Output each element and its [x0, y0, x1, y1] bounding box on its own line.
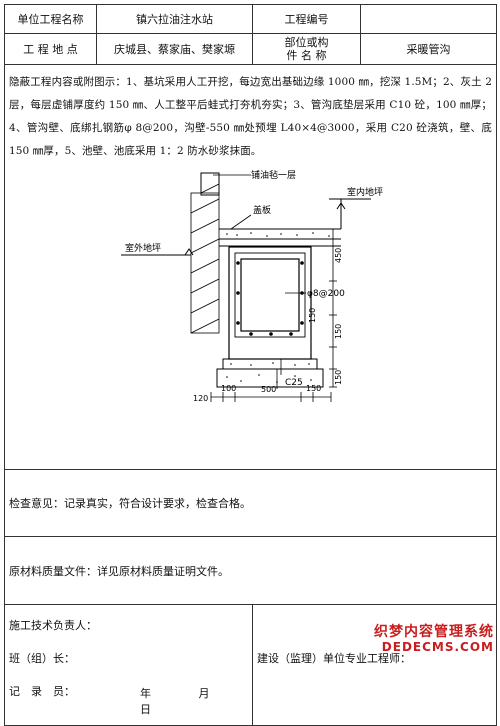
watermark-en: DEDECMS.COM	[381, 640, 494, 654]
date-year: 年	[140, 687, 173, 700]
dim-100a: 100	[221, 384, 236, 393]
dim-500: 500	[261, 385, 276, 394]
rebar-dots	[235, 261, 304, 336]
part-label-line-2: 件 名 称	[286, 49, 327, 62]
right-dimensions	[328, 228, 337, 388]
c25-label: C25	[285, 378, 303, 388]
tech-lead-line: 施工技术负责人：	[9, 618, 97, 632]
leader-lines	[212, 174, 306, 389]
trench-outer	[227, 246, 312, 360]
date-row: 年 月 日	[140, 685, 252, 717]
floor-slab	[218, 228, 341, 247]
dim-150b: 150	[334, 324, 343, 339]
sign-left-cell: 施工技术负责人： 班（组）长： 记 录 员： 年 月 日	[4, 604, 253, 726]
location-value: 庆城县、蔡家庙、樊家塬	[96, 33, 253, 65]
unit-label: 单位工程名称	[4, 4, 97, 34]
lime-layer	[216, 368, 323, 388]
material-cell: 原材料质量文件：详见原材料质量证明文件。	[4, 536, 497, 605]
wall-hatch	[190, 183, 219, 334]
unit-value: 镇六拉油注水站	[96, 4, 253, 34]
part-label: 部位或构 件 名 称	[252, 33, 361, 65]
record-sheet: 单位工程名称 镇六拉油注水站 工程编号 工 程 地 点 庆城县、蔡家庙、樊家塬 …	[4, 4, 497, 726]
part-label-line-1: 部位或构	[284, 36, 329, 49]
number-label: 工程编号	[252, 4, 361, 34]
felt-label: 铺油毡一层	[251, 169, 296, 181]
watermark-cn: 织梦内容管理系统	[374, 624, 494, 640]
rebar-label: φ8@200	[307, 289, 345, 299]
number-value	[360, 4, 497, 34]
part-value: 采暖管沟	[360, 33, 497, 65]
indoor-label: 室内地坪	[347, 186, 383, 198]
slab-dots	[225, 232, 330, 237]
location-label: 工 程 地 点	[4, 33, 97, 65]
dim-450: 450	[334, 248, 343, 263]
watermark: 织梦内容管理系统 DEDECMS.COM	[374, 621, 494, 654]
dim-150c: 150	[334, 370, 343, 385]
wall-top	[200, 172, 219, 196]
dim-150d: 150	[306, 384, 321, 393]
inspection-cell: 检查意见：记录真实，符合设计要求，检查合格。	[4, 469, 497, 537]
team-lead-line: 班（组）长：	[9, 651, 75, 665]
bottom-dimensions	[210, 392, 331, 402]
cover-label: 盖板	[253, 204, 271, 216]
date-day: 日	[140, 703, 173, 716]
indoor-ground-marker	[328, 198, 371, 229]
record-table: 单位工程名称 镇六拉油注水站 工程编号 工 程 地 点 庆城县、蔡家庙、樊家塬 …	[4, 4, 497, 726]
description-cell: 隐蔽工程内容或附图示：1、基坑采用人工开挖，每边宽出基础边缘 1000 ㎜，挖深…	[4, 64, 497, 470]
dim-150a: 150	[308, 308, 317, 323]
c10-layer	[222, 358, 317, 370]
description-text: 隐蔽工程内容或附图示：1、基坑采用人工开挖，每边宽出基础边缘 1000 ㎜，挖深…	[9, 76, 492, 157]
outdoor-ground	[120, 248, 193, 256]
rebar	[234, 252, 305, 338]
trench-section-drawing: 铺油毡一层 盖板 室内地坪 室外地坪 φ8@200 450 150 150 15…	[120, 169, 383, 403]
date-month: 月	[198, 687, 232, 700]
outdoor-label: 室外地坪	[125, 242, 161, 254]
dim-120: 120	[193, 394, 208, 403]
